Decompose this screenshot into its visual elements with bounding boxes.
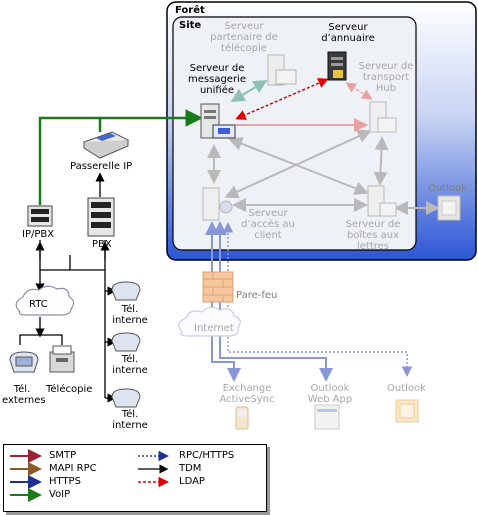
internal-phone-2-label: Tél. interne bbox=[112, 354, 148, 376]
link-rpc-https bbox=[222, 222, 413, 377]
link-um-directory-ldap bbox=[235, 78, 329, 120]
ip-pbx-icon bbox=[27, 205, 53, 227]
client-access-server-icon bbox=[202, 187, 233, 221]
firewall-icon bbox=[202, 271, 234, 303]
pbx-icon bbox=[87, 197, 115, 237]
internal-phone-3-icon bbox=[111, 388, 141, 408]
internet-label: Internet bbox=[194, 323, 234, 334]
owa-label: Outlook Web App bbox=[307, 383, 353, 405]
link-rtc-ends bbox=[19, 334, 63, 345]
outlook-outside-icon bbox=[395, 399, 419, 423]
legend-mapi-rpc: MAPI RPC bbox=[49, 463, 97, 474]
firewall-label: Pare-feu bbox=[236, 290, 278, 301]
pbx-label: PBX bbox=[92, 239, 112, 250]
internal-phone-1-icon bbox=[111, 281, 141, 301]
link-directory-hub bbox=[345, 82, 373, 100]
external-phone-icon bbox=[9, 351, 39, 373]
site-title: Site bbox=[179, 20, 202, 31]
fax-partner-label: Serveur partenaire de télécopie bbox=[210, 21, 278, 54]
activesync-device-icon bbox=[235, 406, 249, 430]
fax-label: Télécopie bbox=[46, 384, 93, 395]
forest-title: Forêt bbox=[175, 5, 205, 16]
internal-phone-2-icon bbox=[111, 332, 141, 352]
directory-server-icon bbox=[327, 51, 347, 81]
directory-label: Serveur d’annuaire bbox=[321, 22, 375, 44]
outlook-inside-label: Outlook bbox=[428, 183, 467, 194]
fax-icon bbox=[49, 345, 75, 373]
external-phones-label: Tél. externes bbox=[2, 384, 46, 406]
legend-https: HTTPS bbox=[49, 476, 81, 487]
outlook-inside-icon bbox=[437, 195, 461, 221]
hub-transport-label: Serveur de transport Hub bbox=[358, 61, 414, 94]
rtc-label: RTC bbox=[29, 299, 48, 310]
outlook-outside-label: Outlook bbox=[387, 383, 426, 394]
mailbox-server-icon bbox=[367, 185, 397, 217]
legend-ldap: LDAP bbox=[179, 476, 205, 487]
activesync-label: Exchange ActiveSync bbox=[219, 383, 275, 405]
hub-transport-server-icon bbox=[369, 101, 397, 133]
ip-pbx-label: IP/PBX bbox=[22, 229, 55, 240]
internal-phone-1-label: Tél. interne bbox=[112, 304, 148, 326]
internal-phone-3-label: Tél. interne bbox=[112, 409, 148, 431]
ip-gateway-label: Passerelle IP bbox=[70, 161, 133, 172]
fax-partner-server-icon bbox=[267, 54, 297, 86]
ip-gateway-icon bbox=[82, 131, 130, 159]
legend-tdm: TDM bbox=[179, 463, 202, 474]
legend-smtp: SMTP bbox=[49, 450, 77, 461]
um-server-label: Serveur de messagerie unifiée bbox=[188, 63, 246, 96]
legend: SMTP MAPI RPC HTTPS VoIP RPC/HTTPS TDM L… bbox=[3, 444, 267, 512]
link-voip-ippbx-um bbox=[38, 116, 100, 205]
um-server-icon bbox=[200, 103, 236, 139]
mailbox-label: Serveur de boîtes aux lettres bbox=[345, 219, 401, 252]
client-access-label: Serveur d’accès au client bbox=[241, 208, 295, 241]
legend-rpc-https: RPC/HTTPS bbox=[179, 450, 235, 461]
legend-lines bbox=[10, 449, 169, 502]
internet-cloud-icon bbox=[178, 306, 241, 337]
rtc-cloud-icon bbox=[15, 285, 75, 316]
link-hub-mailbox bbox=[373, 136, 389, 186]
legend-voip: VoIP bbox=[49, 489, 71, 500]
link-hub-clientaccess bbox=[224, 129, 372, 199]
owa-browser-icon bbox=[314, 404, 340, 430]
